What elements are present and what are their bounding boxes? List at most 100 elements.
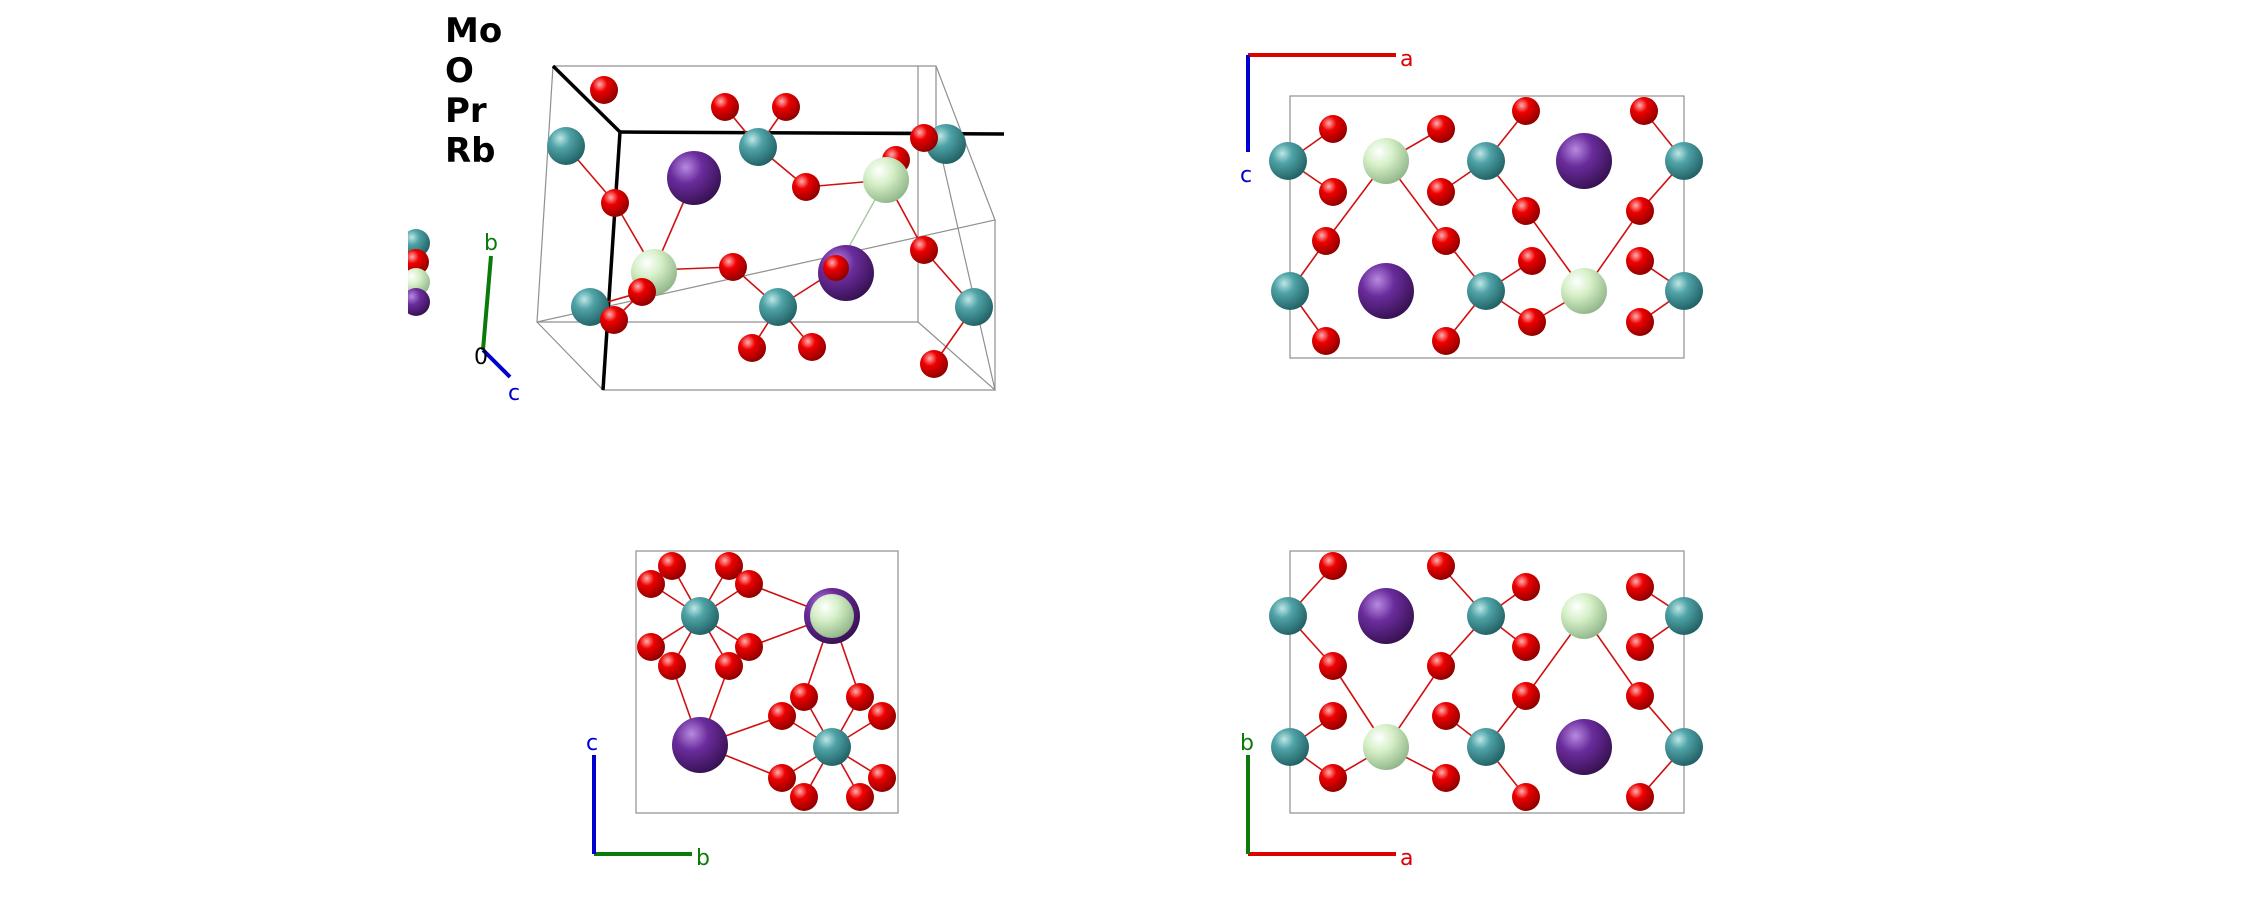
atom-o [711, 93, 739, 121]
atom-o [868, 702, 896, 730]
atom-mo [681, 597, 719, 635]
panel-view-bc: b c [586, 550, 899, 871]
atom-o [1630, 97, 1658, 125]
atom-o [1626, 197, 1654, 225]
atom-mo [739, 128, 777, 166]
atom-rb [667, 151, 721, 205]
atom-o [658, 552, 686, 580]
panel-perspective: b c 0 [474, 64, 1005, 406]
legend-mo: Mo [445, 11, 502, 51]
legend-spheres [380, 220, 430, 320]
legend-pr-sphere [402, 268, 430, 296]
atom-mo [1271, 728, 1309, 766]
legend-rb: Rb [445, 131, 496, 171]
atom-o [1512, 97, 1540, 125]
atom-o [637, 633, 665, 661]
atom-o [910, 124, 938, 152]
axis-label-a: a [1400, 47, 1413, 72]
atom-mo [1467, 728, 1505, 766]
atom-o [846, 683, 874, 711]
atom-o [846, 783, 874, 811]
atom-o [637, 570, 665, 598]
axis-label-b: b [484, 231, 498, 256]
atom-o [823, 255, 849, 281]
atom-o [1319, 764, 1347, 792]
atom-mo [759, 288, 797, 326]
atom-o [792, 173, 820, 201]
atom-mo [1467, 597, 1505, 635]
atom-o [738, 334, 766, 362]
atom-o [1626, 633, 1654, 661]
element-legend: Mo O Pr Rb [380, 11, 502, 320]
atom-o [1319, 115, 1347, 143]
atom-o [798, 333, 826, 361]
atom-pr [1561, 593, 1607, 639]
atom-mo [1665, 597, 1703, 635]
atom-o [920, 350, 948, 378]
atom-mo [571, 288, 609, 326]
unit-cell-ab [1289, 550, 1685, 814]
atoms-perspective [547, 76, 993, 378]
atom-o [590, 76, 618, 104]
axis-label-c: c [586, 731, 598, 756]
atom-mo [547, 127, 585, 165]
axis-label-c: c [508, 381, 520, 406]
atom-pr [1561, 268, 1607, 314]
unit-cell-perspective [536, 64, 1005, 391]
atom-o [719, 253, 747, 281]
axis-label-origin: 0 [474, 345, 488, 370]
atom-o [601, 189, 629, 217]
atom-o [1512, 783, 1540, 811]
atoms-ac [1269, 97, 1703, 355]
atom-mo [1467, 142, 1505, 180]
legend-o-sphere [403, 249, 429, 275]
atom-o [1432, 702, 1460, 730]
axis-label-b: b [1240, 731, 1254, 756]
atom-o [772, 93, 800, 121]
atom-o [1626, 573, 1654, 601]
atom-o [600, 306, 628, 334]
atom-o [1319, 702, 1347, 730]
atom-o [1427, 552, 1455, 580]
atom-pr [863, 157, 909, 203]
atom-o [768, 764, 796, 792]
atom-o [910, 236, 938, 264]
legend-o: O [445, 51, 474, 91]
axes-bc: b c [586, 731, 710, 871]
legend-mo-sphere [402, 229, 430, 257]
atom-o [1512, 633, 1540, 661]
atoms-bc [637, 552, 896, 811]
atom-o [1427, 178, 1455, 206]
atom-rb [1358, 588, 1414, 644]
axes-ac: a c [1240, 47, 1413, 188]
atom-o [628, 278, 656, 306]
axes-ab: a b [1240, 731, 1413, 871]
atom-pr [810, 594, 854, 638]
unit-cell-ac [1289, 95, 1685, 359]
atom-o [1432, 327, 1460, 355]
atom-o [1319, 178, 1347, 206]
panel-view-ac: a c [1240, 47, 1703, 359]
atom-mo [1665, 142, 1703, 180]
atom-o [1626, 308, 1654, 336]
atom-o [790, 683, 818, 711]
atom-o [768, 702, 796, 730]
atom-o [1427, 652, 1455, 680]
atom-o [1427, 115, 1455, 143]
atom-o [735, 633, 763, 661]
atom-o [1432, 227, 1460, 255]
atom-pr [1363, 138, 1409, 184]
atom-o [1512, 573, 1540, 601]
atom-mo [1271, 272, 1309, 310]
atom-rb [672, 717, 728, 773]
atom-o [1518, 308, 1546, 336]
atom-mo [1269, 142, 1307, 180]
axis-label-a: a [1400, 846, 1413, 871]
atom-o [1432, 764, 1460, 792]
atom-rb [1556, 133, 1612, 189]
atom-o [1319, 552, 1347, 580]
atom-o [1312, 227, 1340, 255]
atom-o [1626, 783, 1654, 811]
legend-rb-sphere [402, 288, 430, 316]
